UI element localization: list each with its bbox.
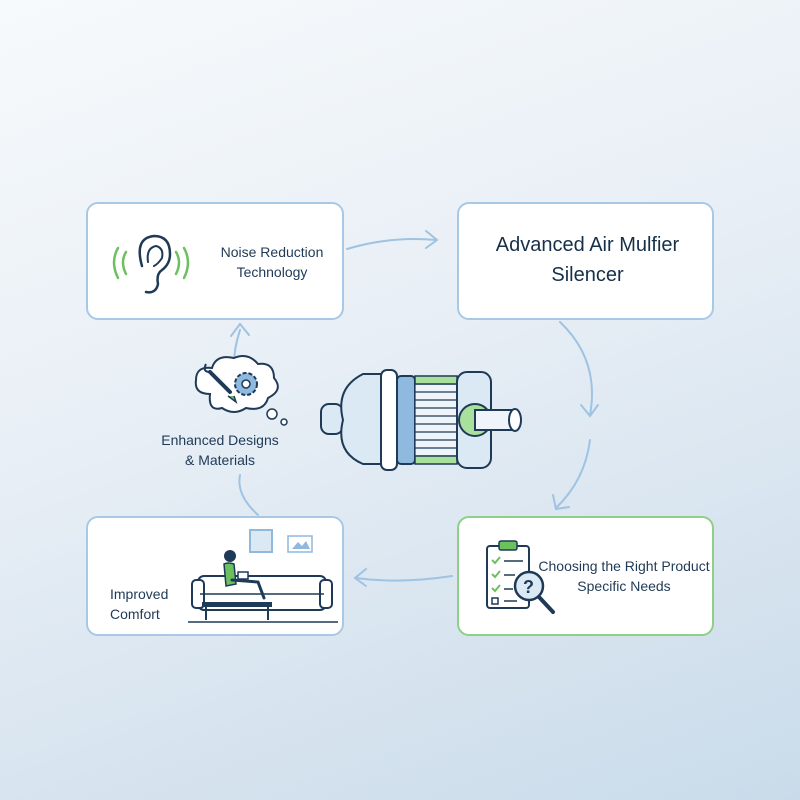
arrow-silencer-to-choosing xyxy=(559,321,593,416)
designs-line2: & Materials xyxy=(184,452,256,468)
choosing-label: Choosing the Right Product Specific Need… xyxy=(533,556,715,596)
wrench-gear-thought-icon xyxy=(194,355,288,426)
noise-reduction-line1: Noise Reduction xyxy=(220,244,324,260)
silencer-line1: Advanced Air Mulfier xyxy=(495,234,680,256)
choosing-line2: Specific Needs xyxy=(577,578,671,594)
comfort-label: Improved Comfort xyxy=(110,584,200,624)
arrow-comfort-to-designs xyxy=(238,474,259,516)
silencer-line2: Silencer xyxy=(551,264,624,286)
designs-label: Enhanced Designs & Materials xyxy=(150,430,290,470)
checklist-magnifier-icon: ? xyxy=(486,540,555,614)
node-silencer: Advanced Air Mulfier Silencer xyxy=(457,202,714,320)
ear-sound-icon xyxy=(112,234,190,294)
silencer-label: Advanced Air Mulfier Silencer xyxy=(459,230,716,290)
arrow-noise-to-silencer xyxy=(346,238,437,250)
comfort-line1: Improved xyxy=(110,586,169,602)
node-noise-reduction: Noise Reduction Technology xyxy=(86,202,344,320)
person-on-sofa-icon xyxy=(188,529,338,623)
choosing-line1: Choosing the Right Product xyxy=(538,558,710,574)
noise-reduction-line2: Technology xyxy=(236,264,308,280)
muffler-silencer-icon xyxy=(320,369,522,471)
arrow-choosing-to-comfort xyxy=(355,575,453,582)
node-improved-comfort: Improved Comfort xyxy=(86,516,344,636)
node-choosing-product: ? Choosing the Right Product Specific Ne… xyxy=(457,516,714,636)
designs-line1: Enhanced Designs xyxy=(161,432,279,448)
comfort-line2: Comfort xyxy=(110,606,160,622)
noise-reduction-label: Noise Reduction Technology xyxy=(212,242,332,282)
svg-text:?: ? xyxy=(523,577,534,597)
